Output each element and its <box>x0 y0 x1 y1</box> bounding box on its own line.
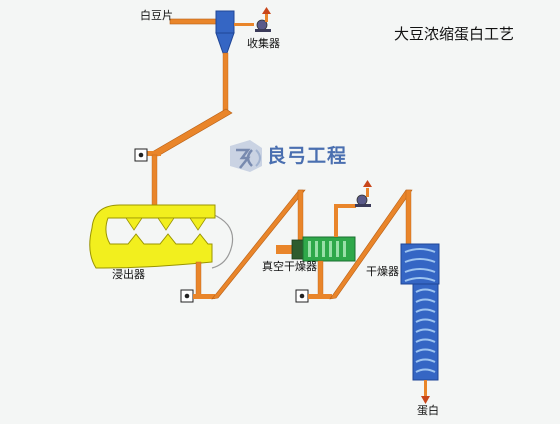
extractor-outlet-conveyor <box>180 189 306 303</box>
label-white-bean-flakes: 白豆片 <box>140 9 173 22</box>
diagram-title: 大豆浓缩蛋白工艺 <box>394 25 515 43</box>
collector-fan-icon <box>255 7 271 32</box>
vapour-exhaust-arrow-icon <box>363 180 372 187</box>
collector-outlet-pipe <box>134 52 233 208</box>
collector-cyclone <box>215 10 254 54</box>
exhaust-arrow-icon <box>262 7 271 14</box>
dryer-feed-conveyor <box>295 189 413 303</box>
label-dryer: 干燥器 <box>366 265 399 278</box>
label-extractor: 浸出器 <box>112 268 145 281</box>
label-vacuum-dryer: 真空干燥器 <box>262 260 317 273</box>
label-collector: 收集器 <box>247 37 280 50</box>
label-protein-output: 蛋白 <box>417 404 439 417</box>
product-outlet-arrow-icon <box>421 396 430 404</box>
vacuum-fan-icon <box>355 180 372 207</box>
vacuum-dryer <box>276 204 356 262</box>
company-logo <box>230 140 262 172</box>
dryer-tower <box>400 243 440 404</box>
extractor-vessel <box>89 204 234 269</box>
logo-text: 良弓工程 <box>267 145 348 167</box>
